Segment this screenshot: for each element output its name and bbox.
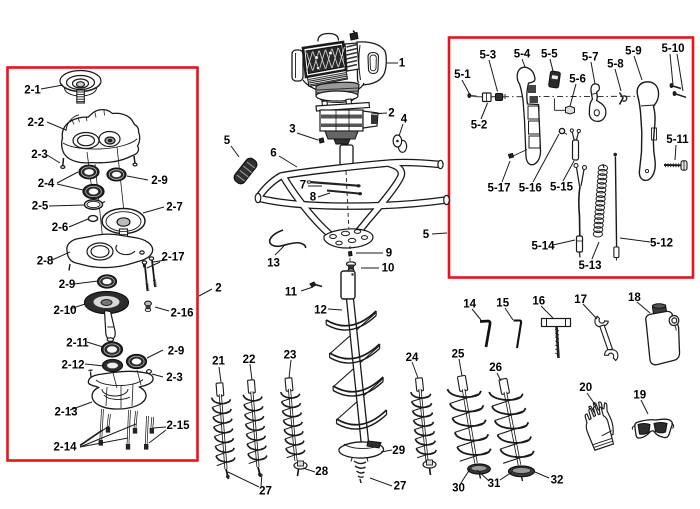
svg-text:4: 4 — [401, 114, 408, 126]
svg-text:17: 17 — [574, 294, 587, 306]
svg-text:5-17: 5-17 — [487, 183, 510, 195]
svg-text:5-6: 5-6 — [569, 74, 586, 86]
svg-text:2: 2 — [215, 283, 221, 295]
svg-text:2-9: 2-9 — [168, 346, 185, 358]
svg-text:12: 12 — [314, 305, 327, 317]
svg-text:25: 25 — [452, 349, 465, 361]
svg-text:9: 9 — [386, 248, 392, 260]
svg-text:2-7: 2-7 — [166, 202, 183, 214]
svg-text:5-4: 5-4 — [514, 49, 531, 61]
svg-text:2-9: 2-9 — [151, 175, 168, 187]
svg-text:13: 13 — [267, 258, 280, 270]
svg-text:32: 32 — [551, 475, 564, 487]
svg-text:26: 26 — [489, 362, 502, 374]
svg-text:29: 29 — [392, 445, 405, 457]
svg-text:7: 7 — [300, 180, 306, 192]
svg-text:2-14: 2-14 — [53, 442, 77, 454]
svg-text:5-11: 5-11 — [666, 134, 689, 146]
svg-text:21: 21 — [212, 356, 225, 368]
svg-text:2-15: 2-15 — [166, 420, 190, 432]
svg-text:5-9: 5-9 — [625, 46, 642, 58]
svg-text:27: 27 — [394, 481, 407, 493]
svg-text:2-1: 2-1 — [24, 85, 41, 97]
svg-text:5-16: 5-16 — [519, 183, 542, 195]
svg-text:2-13: 2-13 — [54, 407, 77, 419]
svg-text:8: 8 — [310, 192, 317, 204]
svg-text:16: 16 — [532, 296, 545, 308]
svg-text:19: 19 — [633, 390, 646, 402]
svg-text:2-2: 2-2 — [27, 117, 44, 129]
svg-text:24: 24 — [406, 352, 419, 364]
svg-text:2-4: 2-4 — [38, 178, 55, 190]
svg-text:2-11: 2-11 — [66, 338, 89, 350]
svg-text:10: 10 — [382, 263, 395, 275]
svg-text:28: 28 — [315, 466, 328, 478]
svg-text:5-13: 5-13 — [578, 260, 601, 272]
svg-text:22: 22 — [243, 354, 256, 366]
svg-text:31: 31 — [488, 478, 501, 490]
svg-text:23: 23 — [284, 350, 297, 362]
svg-text:5-8: 5-8 — [607, 59, 624, 71]
svg-text:14: 14 — [463, 299, 476, 311]
svg-text:2-10: 2-10 — [53, 305, 76, 317]
svg-text:5-3: 5-3 — [479, 50, 496, 62]
svg-text:5-2: 5-2 — [471, 120, 488, 132]
svg-text:2-17: 2-17 — [161, 252, 184, 264]
svg-text:1: 1 — [399, 58, 406, 70]
svg-text:2-16: 2-16 — [170, 308, 193, 320]
svg-text:18: 18 — [628, 292, 641, 304]
svg-text:6: 6 — [270, 148, 276, 160]
svg-text:3: 3 — [289, 124, 295, 136]
svg-text:5-14: 5-14 — [531, 241, 555, 253]
svg-text:2-6: 2-6 — [52, 222, 69, 234]
svg-text:5-12: 5-12 — [650, 238, 673, 250]
svg-text:2-8: 2-8 — [37, 256, 54, 268]
svg-text:15: 15 — [496, 298, 509, 310]
svg-text:2-3: 2-3 — [31, 149, 48, 161]
svg-text:2-9: 2-9 — [59, 279, 76, 291]
svg-text:2-12: 2-12 — [61, 360, 84, 372]
svg-text:2: 2 — [388, 108, 394, 120]
svg-text:20: 20 — [579, 382, 592, 394]
svg-text:5: 5 — [423, 229, 430, 241]
svg-text:5-1: 5-1 — [454, 69, 471, 81]
svg-text:30: 30 — [452, 483, 465, 495]
svg-text:2-5: 2-5 — [32, 201, 49, 213]
svg-text:5-10: 5-10 — [661, 43, 684, 55]
svg-text:5: 5 — [224, 135, 231, 147]
svg-text:27: 27 — [259, 486, 272, 498]
svg-text:2-3: 2-3 — [166, 372, 183, 384]
svg-text:5-5: 5-5 — [541, 49, 558, 61]
svg-text:5-15: 5-15 — [550, 182, 574, 194]
svg-text:11: 11 — [285, 287, 298, 299]
svg-text:5-7: 5-7 — [582, 52, 599, 64]
